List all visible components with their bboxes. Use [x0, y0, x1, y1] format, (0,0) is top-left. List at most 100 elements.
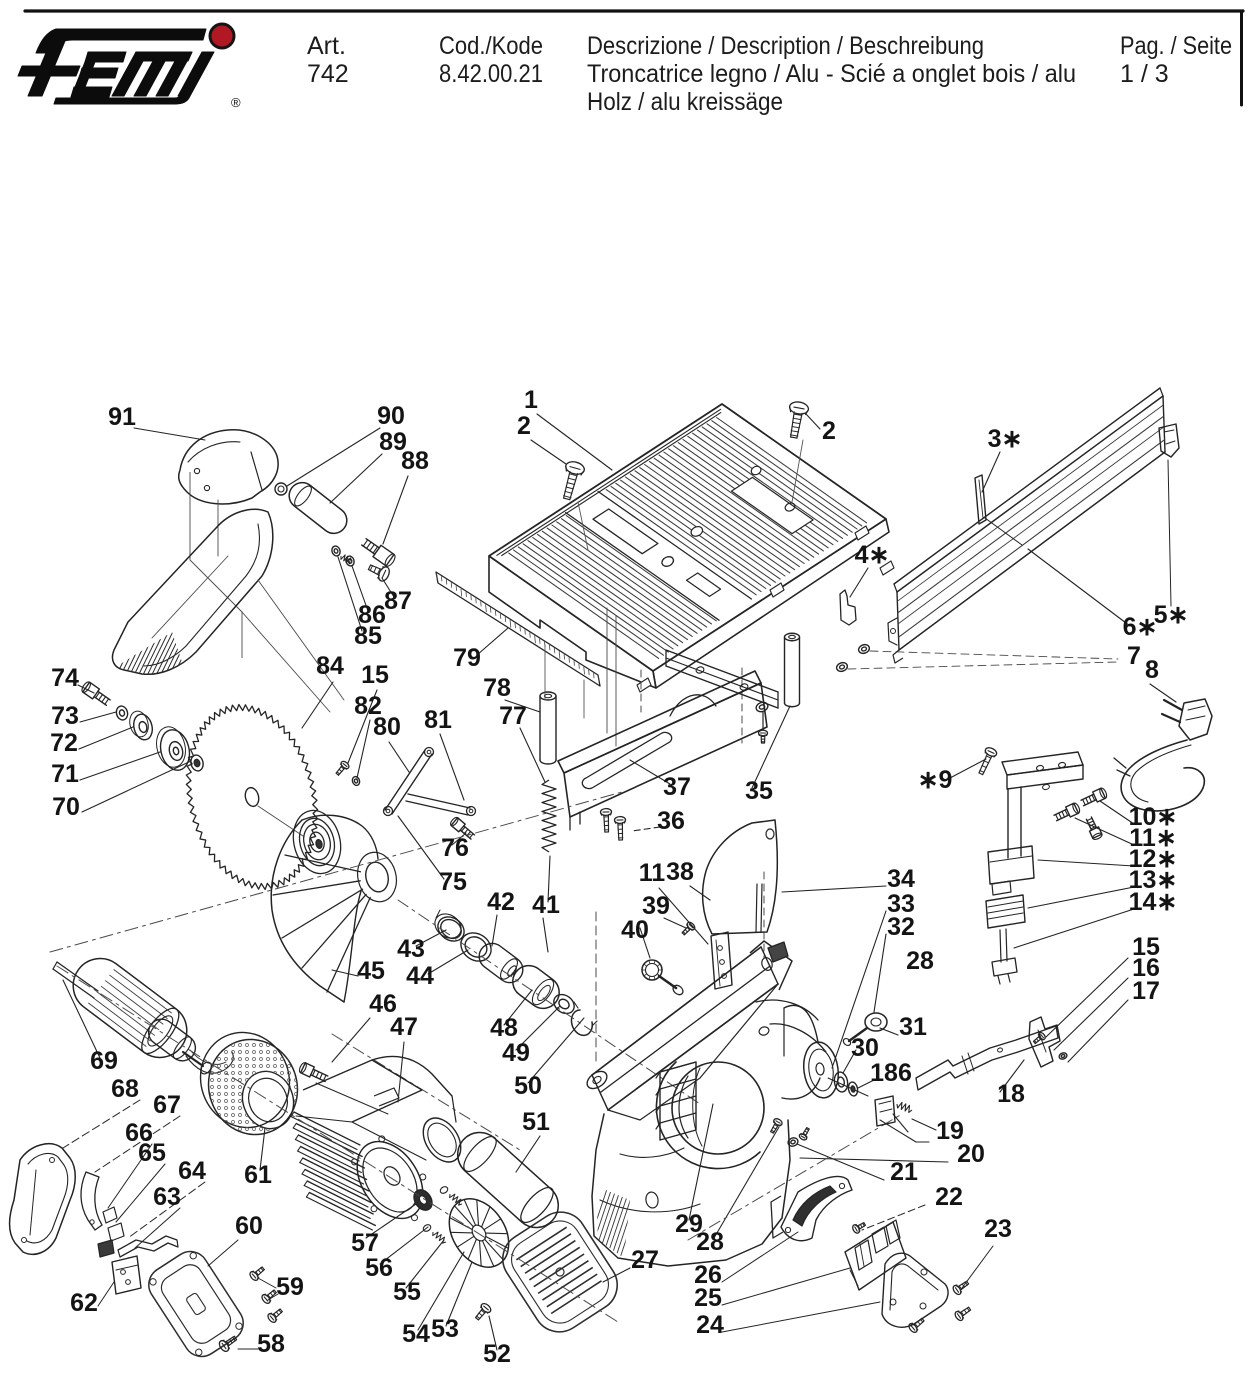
svg-text:29: 29	[675, 1210, 703, 1238]
svg-text:34: 34	[887, 865, 915, 893]
svg-text:87: 87	[384, 587, 412, 615]
svg-text:79: 79	[453, 644, 481, 672]
svg-text:11: 11	[639, 859, 666, 887]
svg-text:91: 91	[108, 403, 136, 431]
svg-text:47: 47	[390, 1013, 418, 1041]
svg-text:14∗: 14∗	[1129, 888, 1178, 916]
svg-text:1 / 3: 1 / 3	[1120, 60, 1169, 88]
svg-text:41: 41	[532, 891, 560, 919]
svg-text:6∗: 6∗	[1123, 613, 1158, 641]
svg-text:66: 66	[125, 1119, 153, 1147]
svg-text:58: 58	[257, 1330, 285, 1358]
svg-text:54: 54	[402, 1320, 430, 1348]
svg-text:63: 63	[153, 1183, 181, 1211]
svg-text:31: 31	[899, 1013, 927, 1041]
svg-text:15: 15	[361, 661, 389, 689]
svg-text:Troncatrice legno / Alu - Scié: Troncatrice legno / Alu - Scié a onglet …	[587, 60, 1076, 88]
svg-text:20: 20	[957, 1140, 985, 1168]
svg-text:70: 70	[52, 793, 80, 821]
svg-text:17: 17	[1132, 977, 1160, 1005]
svg-text:8.42.00.21: 8.42.00.21	[439, 60, 543, 88]
svg-text:10∗: 10∗	[1129, 803, 1178, 831]
svg-text:11∗: 11∗	[1129, 824, 1176, 852]
svg-text:30: 30	[851, 1034, 879, 1062]
svg-text:2: 2	[517, 412, 531, 440]
svg-text:67: 67	[153, 1091, 181, 1119]
svg-text:78: 78	[483, 674, 511, 702]
svg-text:89: 89	[379, 428, 407, 456]
svg-text:28: 28	[906, 947, 934, 975]
svg-text:16: 16	[1132, 954, 1160, 982]
svg-text:1: 1	[524, 386, 538, 414]
svg-text:13∗: 13∗	[1129, 866, 1178, 894]
svg-text:4∗: 4∗	[855, 541, 890, 569]
svg-text:64: 64	[178, 1157, 206, 1185]
svg-text:36: 36	[657, 807, 685, 835]
svg-text:5∗: 5∗	[1154, 601, 1189, 629]
svg-text:Holz / alu kreissäge: Holz / alu kreissäge	[587, 88, 783, 116]
svg-text:85: 85	[354, 622, 382, 650]
svg-text:18: 18	[997, 1080, 1025, 1108]
svg-text:88: 88	[401, 447, 429, 475]
svg-text:32: 32	[887, 913, 915, 941]
svg-text:57: 57	[351, 1229, 379, 1257]
svg-text:56: 56	[365, 1254, 393, 1282]
svg-text:74: 74	[51, 664, 79, 692]
svg-text:27: 27	[631, 1246, 659, 1274]
svg-text:12∗: 12∗	[1129, 845, 1178, 873]
svg-text:46: 46	[369, 990, 397, 1018]
svg-text:23: 23	[984, 1215, 1012, 1243]
svg-text:68: 68	[111, 1075, 139, 1103]
svg-text:73: 73	[51, 702, 79, 730]
svg-text:65: 65	[138, 1139, 166, 1167]
svg-text:186: 186	[870, 1059, 912, 1087]
svg-text:48: 48	[490, 1014, 518, 1042]
svg-text:24: 24	[696, 1311, 724, 1339]
svg-text:∗9: ∗9	[918, 766, 953, 794]
svg-text:80: 80	[373, 713, 401, 741]
svg-text:84: 84	[316, 652, 344, 680]
svg-text:81: 81	[424, 706, 452, 734]
svg-text:61: 61	[244, 1161, 272, 1189]
svg-text:15: 15	[1132, 933, 1160, 961]
svg-text:52: 52	[483, 1340, 511, 1368]
svg-text:50: 50	[514, 1072, 542, 1100]
svg-text:82: 82	[354, 692, 382, 720]
svg-text:39: 39	[642, 892, 670, 920]
svg-text:26: 26	[694, 1261, 722, 1289]
svg-text:Cod./Kode: Cod./Kode	[439, 32, 543, 60]
svg-text:19: 19	[936, 1117, 964, 1145]
svg-text:55: 55	[393, 1278, 421, 1306]
svg-text:77: 77	[499, 702, 527, 730]
svg-text:59: 59	[276, 1273, 304, 1301]
svg-text:51: 51	[522, 1108, 550, 1136]
svg-text:Descrizione / Description / Be: Descrizione / Description / Beschreibung	[587, 32, 984, 60]
svg-text:8: 8	[1145, 656, 1159, 684]
svg-text:37: 37	[663, 773, 691, 801]
svg-text:60: 60	[235, 1212, 263, 1240]
svg-text:3∗: 3∗	[988, 425, 1023, 453]
svg-text:86: 86	[358, 601, 386, 629]
svg-text:Pag. / Seite: Pag. / Seite	[1120, 32, 1232, 60]
svg-text:43: 43	[397, 935, 425, 963]
svg-text:40: 40	[621, 916, 649, 944]
svg-text:53: 53	[431, 1315, 459, 1343]
svg-text:49: 49	[502, 1039, 530, 1067]
svg-text:72: 72	[50, 729, 78, 757]
svg-text:90: 90	[377, 402, 405, 430]
svg-text:44: 44	[406, 962, 434, 990]
svg-text:742: 742	[307, 60, 349, 88]
svg-text:42: 42	[487, 888, 515, 916]
svg-text:45: 45	[357, 957, 385, 985]
svg-text:21: 21	[890, 1158, 918, 1186]
svg-text:33: 33	[887, 890, 915, 918]
svg-text:38: 38	[666, 858, 694, 886]
svg-text:62: 62	[70, 1289, 98, 1317]
svg-text:2: 2	[822, 417, 836, 445]
svg-text:76: 76	[441, 834, 469, 862]
svg-text:35: 35	[745, 777, 773, 805]
svg-text:71: 71	[51, 760, 79, 788]
svg-text:®: ®	[231, 95, 241, 110]
svg-text:Art.: Art.	[307, 32, 346, 60]
svg-text:69: 69	[90, 1047, 118, 1075]
